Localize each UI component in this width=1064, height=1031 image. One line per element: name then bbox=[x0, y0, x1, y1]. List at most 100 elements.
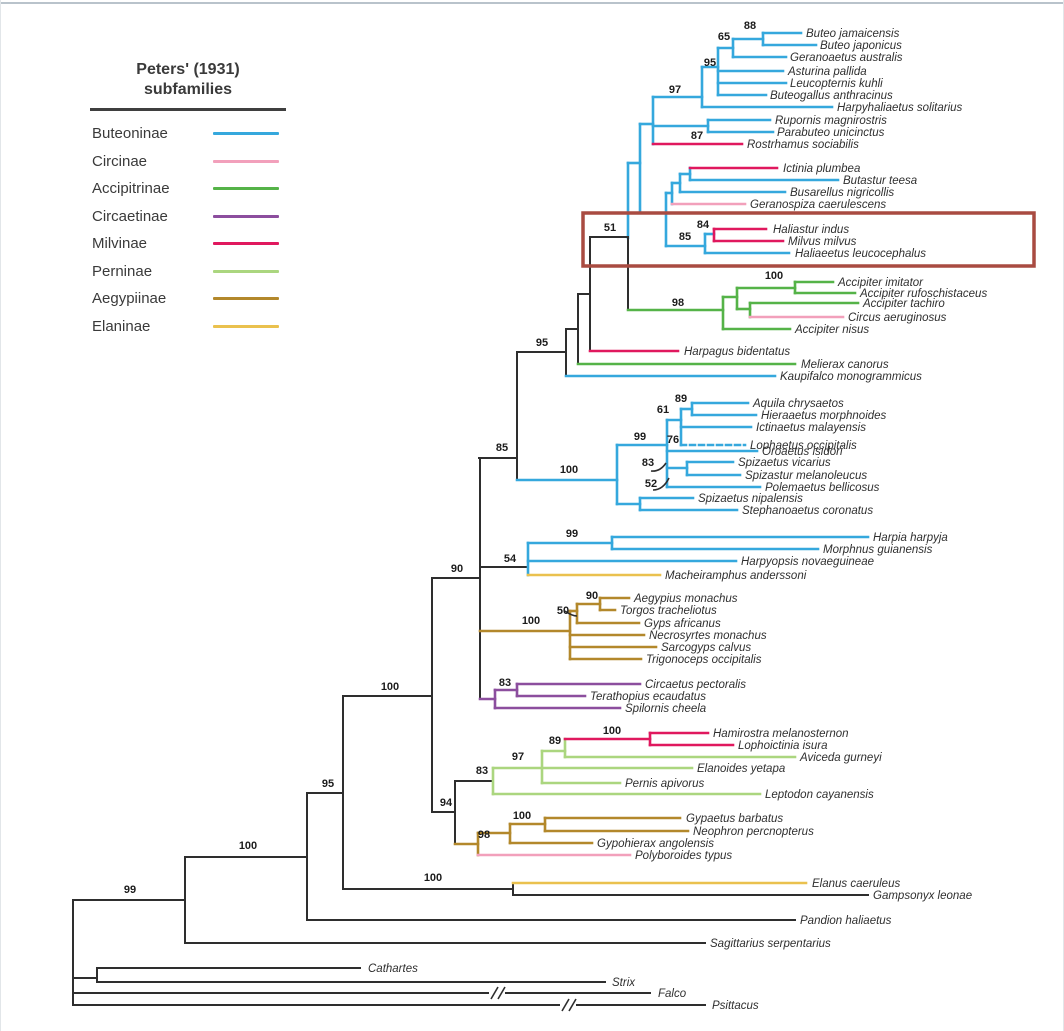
taxon-label: Circus aeruginosus bbox=[848, 312, 947, 324]
support-value: 95 bbox=[536, 337, 548, 349]
support-value: 50 bbox=[557, 605, 569, 617]
taxon-label: Ictinia plumbea bbox=[783, 163, 860, 175]
legend-color-swatch bbox=[213, 132, 279, 135]
support-leader-curve bbox=[564, 610, 578, 617]
taxon-label: Accipiter rufoschistaceus bbox=[859, 288, 987, 300]
taxon-label: Accipiter tachiro bbox=[862, 298, 945, 310]
taxon-label: Butastur teesa bbox=[843, 175, 917, 187]
taxon-label: Spizaetus nipalensis bbox=[698, 493, 803, 505]
support-value: 51 bbox=[604, 222, 616, 234]
taxon-label: Spilornis cheela bbox=[625, 703, 706, 715]
taxon-label: Oroaetus isidori bbox=[762, 446, 843, 458]
support-value: 83 bbox=[499, 677, 511, 689]
window-top-border bbox=[0, 2, 1064, 4]
branch-break-slash bbox=[568, 998, 577, 1012]
taxon-label: Terathopius ecaudatus bbox=[590, 691, 706, 703]
taxon-label: Leucopternis kuhli bbox=[790, 78, 883, 90]
support-value: 76 bbox=[667, 434, 679, 446]
taxon-label: Haliaeetus leucocephalus bbox=[795, 248, 926, 260]
legend-divider bbox=[90, 108, 286, 111]
taxon-label: Geranoaetus australis bbox=[790, 52, 903, 64]
taxon-label: Sarcogyps calvus bbox=[661, 642, 751, 654]
support-leader-curve bbox=[652, 477, 670, 491]
legend-item-label: Circaetinae bbox=[92, 207, 168, 225]
taxon-label: Ictinaetus malayensis bbox=[756, 422, 866, 434]
support-value: 99 bbox=[124, 884, 136, 896]
legend-item-label: Elaninae bbox=[92, 317, 151, 335]
taxon-label: Gypohierax angolensis bbox=[597, 838, 714, 850]
taxon-label: Kaupifalco monogrammicus bbox=[780, 371, 922, 383]
support-value: 87 bbox=[691, 130, 703, 142]
support-value: 61 bbox=[657, 404, 669, 416]
support-value: 100 bbox=[603, 725, 621, 737]
legend-item-label: Accipitrinae bbox=[92, 180, 170, 197]
legend-item-circaetinae: Circaetinae bbox=[88, 204, 288, 232]
taxon-label: Milvus milvus bbox=[788, 236, 857, 248]
taxon-label: Aegypius monachus bbox=[633, 593, 738, 605]
legend-item-aegypiinae: Aegypiinae bbox=[88, 286, 288, 314]
taxon-label: Psittacus bbox=[712, 1000, 759, 1012]
window-left-border bbox=[0, 0, 1, 1031]
taxon-label: Polemaetus bellicosus bbox=[765, 482, 880, 494]
branch-break-slash bbox=[561, 998, 570, 1012]
taxon-label: Harpagus bidentatus bbox=[684, 346, 790, 358]
legend-item-circinae: Circinae bbox=[88, 149, 288, 177]
branch-break-slash bbox=[490, 986, 499, 1000]
taxon-label: Neophron percnopterus bbox=[693, 826, 814, 838]
support-value: 90 bbox=[451, 563, 463, 575]
taxon-label: Necrosyrtes monachus bbox=[649, 630, 767, 642]
taxon-label: Spizastur melanoleucus bbox=[745, 470, 867, 482]
support-value: 89 bbox=[675, 393, 687, 405]
taxon-label: Torgos tracheliotus bbox=[620, 605, 717, 617]
legend-item-elaninae: Elaninae bbox=[88, 314, 288, 342]
taxon-label: Strix bbox=[612, 977, 636, 989]
support-value: 100 bbox=[765, 270, 783, 282]
legend-item-perninae: Perninae bbox=[88, 259, 288, 287]
taxon-label: Parabuteo unicinctus bbox=[777, 127, 885, 139]
support-value: 98 bbox=[478, 829, 490, 841]
taxon-label: Accipiter nisus bbox=[794, 324, 869, 336]
taxon-label: Asturina pallida bbox=[787, 66, 867, 78]
support-value: 89 bbox=[549, 735, 561, 747]
taxon-label: Falco bbox=[658, 988, 687, 1000]
legend-color-swatch bbox=[213, 324, 279, 328]
taxon-label: Lophaetus occipitalis bbox=[750, 440, 857, 452]
support-value: 65 bbox=[718, 31, 730, 43]
legend-item-label: Circinae bbox=[92, 152, 148, 170]
taxon-label: Spizaetus vicarius bbox=[738, 457, 831, 469]
taxon-label: Aviceda gurneyi bbox=[799, 752, 882, 764]
support-value: 97 bbox=[512, 751, 524, 763]
support-value: 83 bbox=[476, 765, 488, 777]
taxon-label: Buteo japonicus bbox=[820, 40, 902, 52]
taxon-label: Lophoictinia isura bbox=[738, 740, 828, 752]
legend-color-swatch bbox=[213, 214, 279, 218]
legend-color-swatch bbox=[213, 187, 279, 190]
taxon-label: Macheiramphus anderssoni bbox=[665, 570, 807, 582]
legend-item-label: Milvinae bbox=[92, 235, 148, 252]
taxon-label: Busarellus nigricollis bbox=[790, 187, 894, 199]
support-value: 83 bbox=[642, 457, 654, 469]
legend-color-swatch bbox=[213, 159, 279, 163]
taxon-label: Elanus caeruleus bbox=[812, 878, 900, 890]
taxon-label: Buteo jamaicensis bbox=[806, 28, 900, 40]
legend-item-buteoninae: Buteoninae bbox=[88, 121, 288, 149]
milvinae-highlight-box bbox=[581, 211, 1036, 268]
legend-item-accipitrinae: Accipitrinae bbox=[88, 176, 288, 204]
taxon-label: Accipiter imitator bbox=[837, 277, 924, 289]
taxon-label: Melierax canorus bbox=[801, 359, 889, 371]
support-value: 100 bbox=[424, 872, 442, 884]
support-value: 90 bbox=[586, 590, 598, 602]
support-value: 95 bbox=[704, 57, 716, 69]
support-value: 100 bbox=[239, 840, 257, 852]
taxon-label: Sagittarius serpentarius bbox=[710, 938, 831, 950]
taxon-label: Circaetus pectoralis bbox=[645, 679, 746, 691]
legend-color-swatch bbox=[213, 297, 279, 300]
support-value: 84 bbox=[697, 219, 710, 231]
taxon-label: Stephanoaetus coronatus bbox=[742, 505, 873, 517]
support-value: 99 bbox=[634, 431, 646, 443]
taxon-label: Gypaetus barbatus bbox=[686, 813, 783, 825]
taxon-label: Geranospiza caerulescens bbox=[750, 199, 886, 211]
